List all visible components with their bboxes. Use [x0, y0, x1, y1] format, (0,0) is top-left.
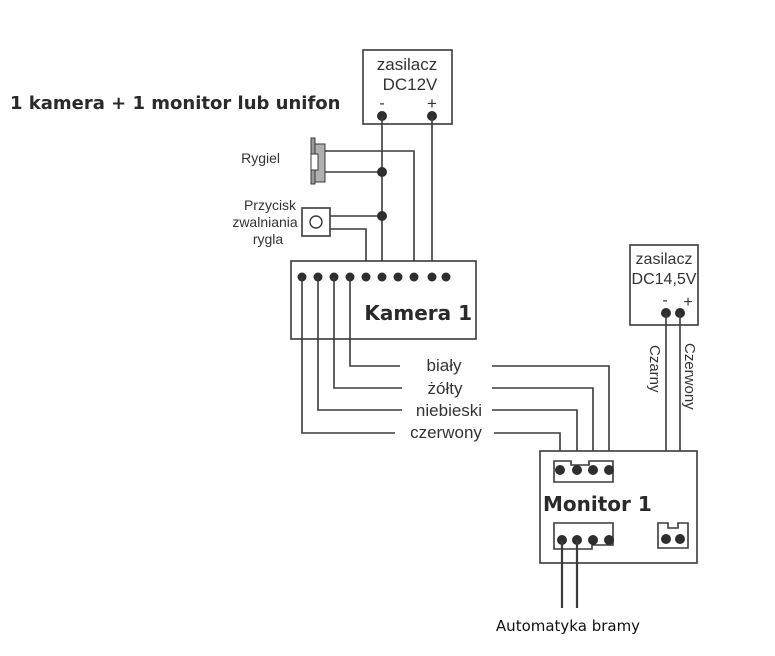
monitor-bottom-terminal [604, 535, 614, 545]
wire-label-black: Czarny [646, 345, 663, 393]
monitor-power-terminal [661, 534, 671, 544]
psu-14v-minus-sign: - [662, 292, 667, 309]
monitor-top-terminal [572, 465, 582, 475]
psu-14v-plus-sign: + [683, 294, 692, 311]
wire-label-yellow: żółty [428, 379, 463, 398]
monitor-power-terminal [675, 534, 685, 544]
wire-blue-right [492, 409, 578, 468]
monitor-top-terminal [588, 465, 598, 475]
psu-12v-voltage: DC12V [383, 75, 438, 94]
diagram-title: 1 kamera + 1 monitor lub unifon [10, 93, 340, 114]
release-button-icon [309, 215, 323, 229]
camera-terminal [377, 272, 387, 282]
wire-lock-top [325, 150, 415, 276]
button-label-line3: rygla [253, 231, 284, 247]
wire-yellow-right [492, 387, 594, 468]
monitor-top-connector [553, 460, 614, 483]
lock-bolt [310, 153, 319, 171]
psu-14v-voltage: DC14,5V [632, 271, 697, 288]
lock-label: Rygiel [241, 150, 280, 166]
monitor-label: Monitor 1 [543, 492, 652, 516]
wire-label-white: biały [427, 356, 462, 375]
monitor-bottom-terminal [588, 535, 598, 545]
camera-terminal [427, 272, 437, 282]
psu-12v-plus-sign: + [427, 94, 437, 113]
camera-terminal [361, 272, 371, 282]
wire-yellow-left [333, 277, 402, 389]
psu-12v-title: zasilacz [377, 55, 437, 74]
wire-label-czerwony: Czerwony [681, 343, 698, 410]
camera-terminal [393, 272, 403, 282]
gate-automation-label: Automatyka bramy [496, 617, 640, 635]
monitor-bottom-connector [553, 522, 614, 550]
junction-button [377, 211, 387, 221]
wire-red-left [301, 277, 395, 434]
monitor-top-terminal [555, 465, 565, 475]
button-label-line1: Przycisk [244, 197, 297, 213]
release-button-box [301, 207, 331, 237]
button-label-line2: zwalniania [232, 214, 298, 230]
wire-white-right [492, 365, 610, 468]
wire-blue-left [317, 277, 402, 411]
wire-label-red: czerwony [410, 423, 482, 442]
wire-label-blue: niebieski [416, 401, 482, 420]
junction-lock [377, 167, 387, 177]
psu-12v-box [362, 49, 453, 125]
psu-12v-minus-sign: - [379, 95, 384, 112]
monitor-top-terminal [604, 465, 614, 475]
psu-14v-title: zasilacz [636, 251, 693, 268]
camera-label: Kamera 1 [364, 301, 472, 325]
camera-terminal [409, 272, 419, 282]
wire-white-left [349, 277, 400, 367]
camera-terminal [441, 272, 451, 282]
